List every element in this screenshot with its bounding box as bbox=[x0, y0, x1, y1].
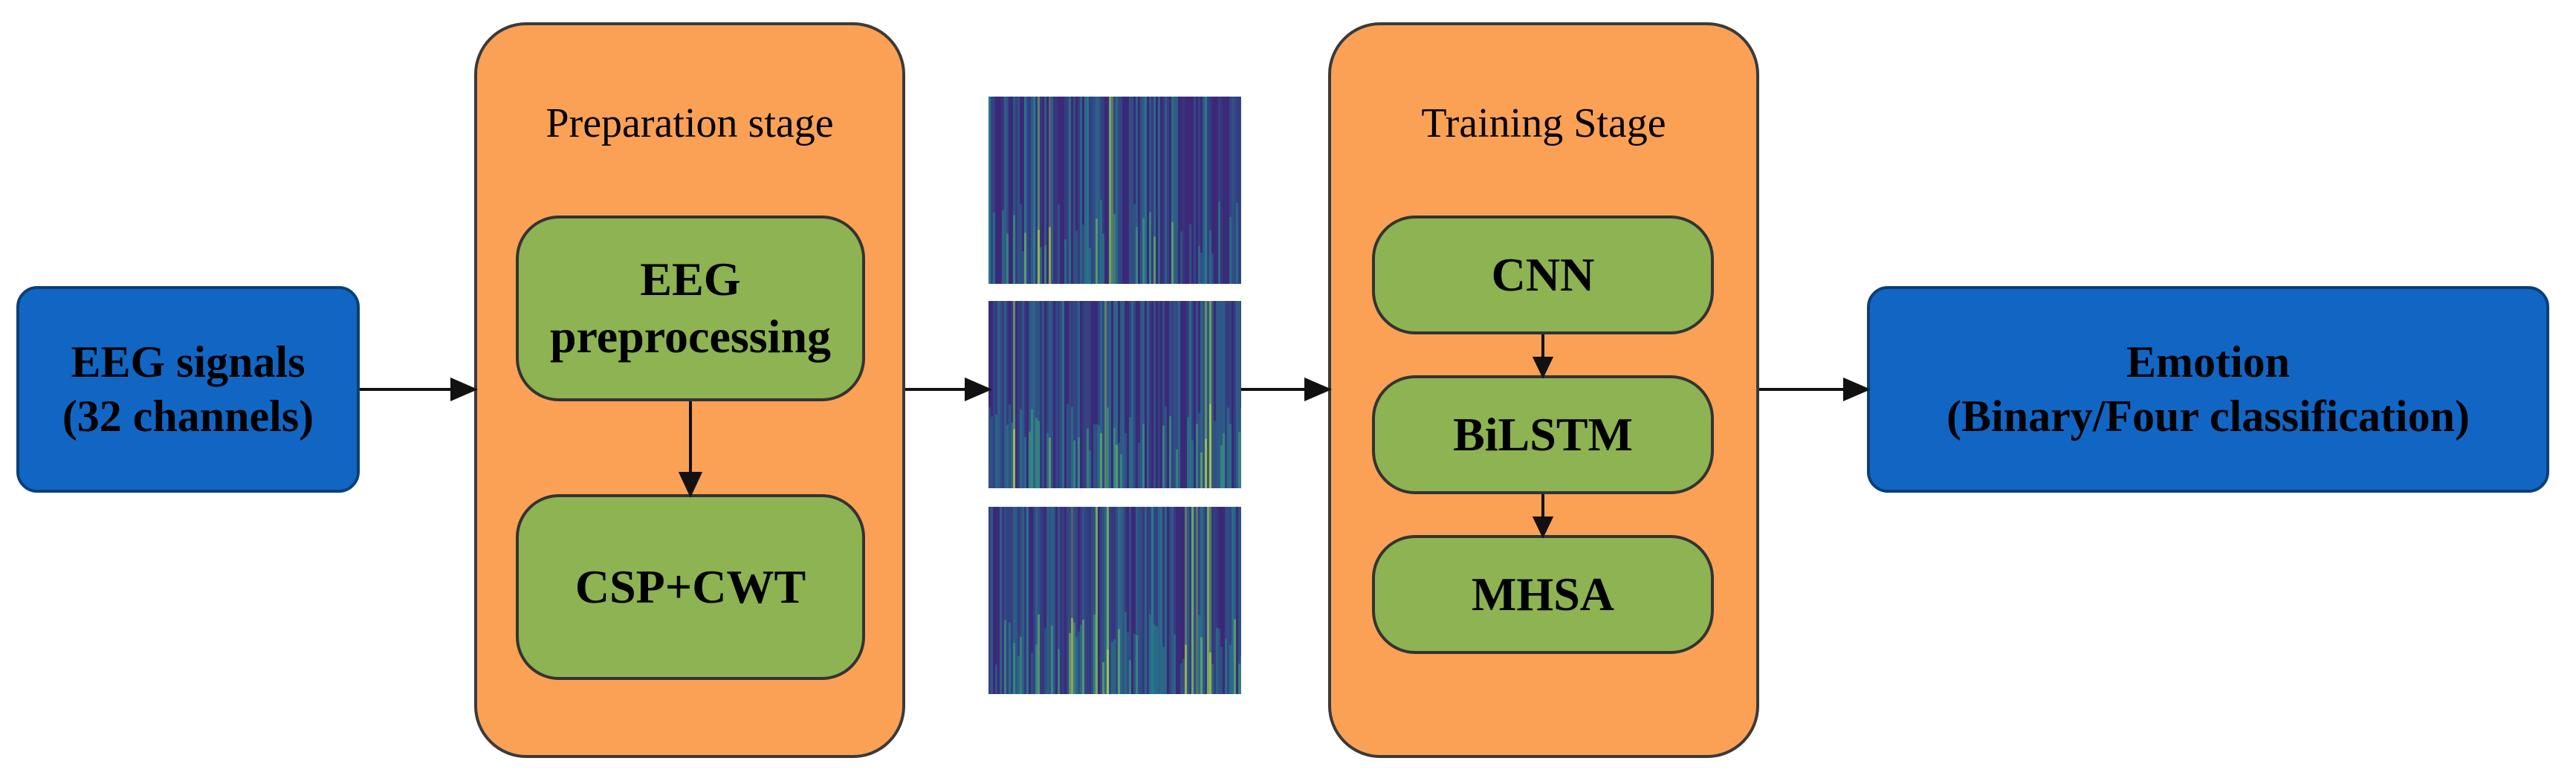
arrow-training-to-emotion bbox=[1759, 377, 1871, 402]
eeg-preprocessing-line2: preprocessing bbox=[549, 310, 832, 363]
bilstm-label: BiLSTM bbox=[1453, 407, 1633, 461]
mhsa-label: MHSA bbox=[1472, 567, 1614, 621]
spectrogram-image-1 bbox=[988, 97, 1241, 284]
eeg-preprocessing-box: EEG preprocessing bbox=[516, 216, 865, 401]
arrow-input-to-preparation bbox=[360, 377, 479, 402]
csp-cwt-label: CSP+CWT bbox=[575, 560, 806, 613]
mhsa-box: MHSA bbox=[1372, 535, 1714, 654]
eeg-channels-label: (32 channels) bbox=[62, 392, 314, 441]
cnn-box: CNN bbox=[1372, 216, 1714, 334]
cnn-label: CNN bbox=[1491, 247, 1595, 301]
arrow-bilstm-to-mhsa bbox=[1532, 494, 1554, 539]
arrow-spectrograms-to-training bbox=[1241, 377, 1333, 402]
arrow-preprocessing-to-cspcwt bbox=[678, 401, 703, 498]
training-stage-title: Training Stage bbox=[1421, 100, 1666, 146]
arrow-preparation-to-spectrograms bbox=[905, 377, 993, 402]
classification-label: (Binary/Four classification) bbox=[1946, 392, 2470, 441]
emotion-output-box: Emotion (Binary/Four classification) bbox=[1867, 286, 2549, 493]
eeg-signals-label: EEG signals bbox=[71, 337, 305, 386]
arrow-cnn-to-bilstm bbox=[1532, 334, 1554, 379]
spectrogram-texture bbox=[988, 507, 1241, 694]
spectrogram-image-2 bbox=[988, 301, 1241, 488]
spectrogram-texture bbox=[988, 301, 1241, 488]
emotion-label: Emotion bbox=[2126, 337, 2291, 386]
eeg-preprocessing-line1: EEG bbox=[640, 253, 741, 306]
csp-cwt-box: CSP+CWT bbox=[516, 494, 865, 680]
spectrogram-texture bbox=[988, 97, 1241, 284]
eeg-signals-box: EEG signals (32 channels) bbox=[16, 286, 360, 493]
bilstm-box: BiLSTM bbox=[1372, 375, 1714, 494]
spectrogram-image-3 bbox=[988, 507, 1241, 694]
preparation-stage-title: Preparation stage bbox=[546, 100, 834, 146]
